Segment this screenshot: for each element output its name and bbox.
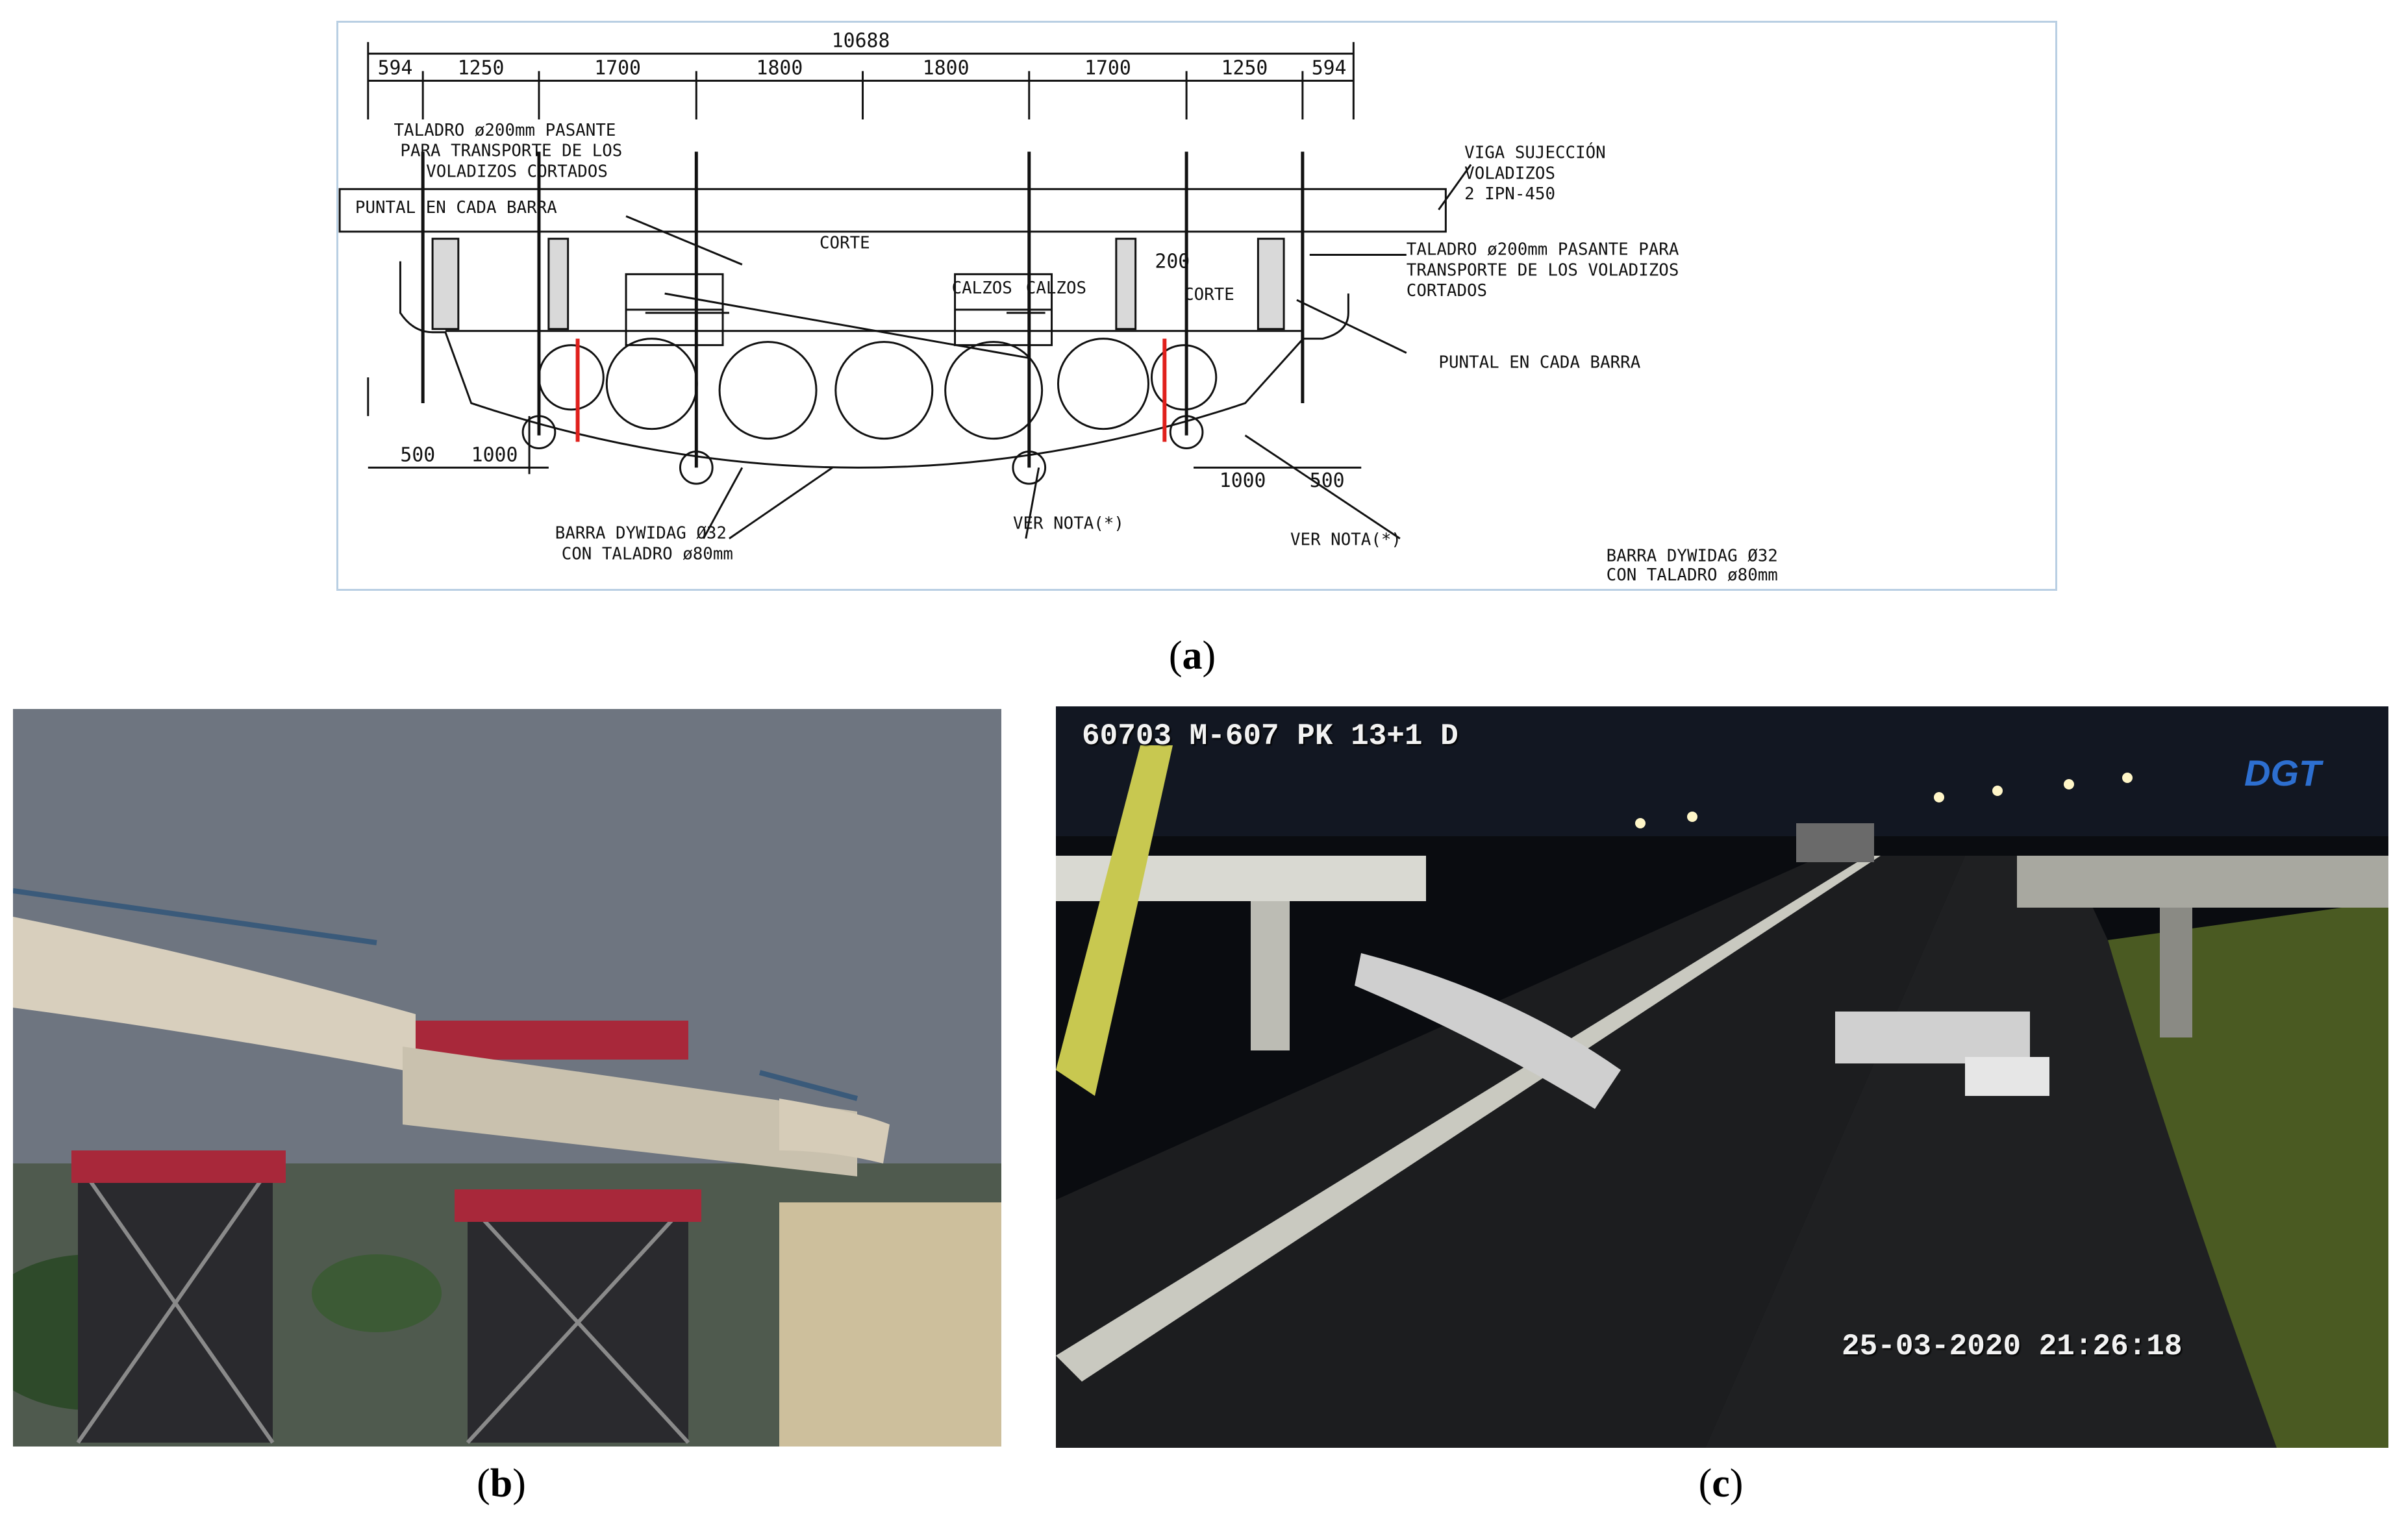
dim-1250-left: 1250 — [458, 56, 505, 79]
caption-c: (c) — [1698, 1461, 1744, 1506]
anchor — [1012, 450, 1047, 485]
bridge-photo — [13, 709, 1001, 1447]
prop — [547, 238, 570, 330]
dim-1000-left: 1000 — [471, 443, 518, 466]
prop — [1257, 238, 1285, 330]
label-viga-1: VIGA SUJECCIÓN — [1464, 142, 1606, 163]
dim-1700-left: 1700 — [594, 56, 641, 79]
caption-b: (b) — [477, 1461, 526, 1506]
prop — [431, 238, 460, 330]
label-viga-2: VOLADIZOS — [1464, 164, 1555, 183]
label-taladro-left-3: VOLADIZOS CORTADOS — [426, 162, 608, 181]
label-barra-left-1: BARRA DYWIDAG Ø32 — [555, 524, 727, 543]
dim-1000-right: 1000 — [1220, 469, 1266, 492]
dim-1800-right: 1800 — [923, 56, 970, 79]
photo-panel-b — [13, 709, 1001, 1447]
void — [538, 344, 605, 411]
camera-id-overlay: 60703 M-607 PK 13+1 D — [1082, 719, 1458, 753]
technical-drawing-panel-a: 10688 594 1250 1700 1800 1800 1700 1250 … — [336, 21, 2057, 591]
dim-1800-left: 1800 — [757, 56, 803, 79]
label-corte-left: CORTE — [820, 234, 870, 253]
label-ver-nota-left: VER NOTA(*) — [1013, 514, 1124, 534]
technical-drawing: 10688 594 1250 1700 1800 1800 1700 1250 … — [338, 30, 1778, 585]
dim-overall: 10688 — [832, 30, 890, 53]
label-taladro-left-2: PARA TRANSPORTE DE LOS — [400, 142, 622, 161]
dim-1250-right: 1250 — [1221, 56, 1268, 79]
dim-594-left: 594 — [378, 56, 413, 79]
label-taladro-right-3: CORTADOS — [1407, 281, 1487, 301]
label-taladro-left-1: TALADRO ø200mm PASANTE — [394, 121, 616, 140]
dim-500-right: 500 — [1310, 469, 1345, 492]
label-calzos-left: CALZOS — [1026, 279, 1086, 298]
label-corte-right: CORTE — [1184, 285, 1234, 304]
label-puntal-left: PUNTAL EN CADA BARRA — [355, 198, 557, 217]
dim-594-right: 594 — [1312, 56, 1347, 79]
support-beam — [338, 188, 1447, 233]
deck-outline — [399, 261, 1349, 469]
prop — [1115, 238, 1137, 330]
label-taladro-right-2: TRANSPORTE DE LOS VOLADIZOS — [1407, 260, 1679, 280]
anchor — [521, 415, 557, 449]
camera-panel-c: 60703 M-607 PK 13+1 D 25-03-2020 21:26:1… — [1056, 706, 2388, 1448]
label-barra-left-2: CON TALADRO ø80mm — [562, 544, 733, 564]
dim-500-left: 500 — [400, 443, 435, 466]
void — [834, 341, 934, 440]
dim-1700-right: 1700 — [1084, 56, 1131, 79]
label-ver-nota-right: VER NOTA(*) — [1290, 530, 1401, 549]
timestamp-overlay: 25-03-2020 21:26:18 — [1842, 1330, 2183, 1363]
void — [1057, 338, 1150, 430]
label-puntal-right: PUNTAL EN CADA BARRA — [1438, 353, 1640, 372]
traffic-camera-photo — [1056, 706, 2388, 1448]
void — [944, 341, 1044, 440]
void — [1150, 344, 1218, 411]
void — [718, 341, 818, 440]
caption-a: (a) — [1168, 634, 1216, 678]
anchor — [679, 450, 714, 485]
label-barra-right-2: CON TALADRO ø80mm — [1607, 565, 1778, 585]
label-calzos-right: CALZOS — [952, 279, 1012, 298]
label-viga-3: 2 IPN-450 — [1464, 184, 1555, 204]
label-taladro-right-1: TALADRO ø200mm PASANTE PARA — [1407, 240, 1679, 260]
label-barra-right-1: BARRA DYWIDAG Ø32 — [1607, 546, 1778, 565]
void — [605, 338, 698, 430]
dgt-logo: DGT — [2244, 752, 2322, 793]
anchor — [1169, 415, 1204, 449]
dim-200: 200 — [1155, 250, 1190, 273]
